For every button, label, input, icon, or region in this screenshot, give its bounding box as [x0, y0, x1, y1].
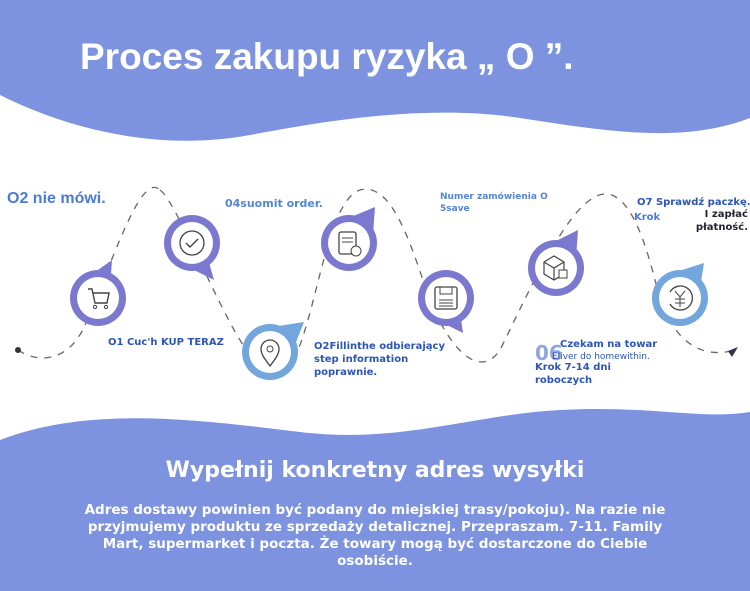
check-icon [164, 215, 220, 280]
step-6-label: Eliver do homewithin. [552, 352, 650, 362]
cart-icon [70, 260, 126, 326]
footer-subtitle: Wypełnij konkretny adres wysyłki [165, 458, 585, 483]
document-icon [321, 207, 377, 271]
step-6-number: 06 [535, 341, 563, 365]
step-1-label: O1 Cuc'h KUP TERAZ [108, 337, 224, 348]
step-7-label: Krok [634, 212, 661, 223]
step-7-label: O7 Sprawdź paczkę. [637, 197, 750, 208]
page-title: Proces zakupu ryzyka „ O ”. [80, 36, 574, 77]
step-4-label: 04suomit order. [225, 197, 323, 210]
footer-description: Adres dostawy powinien być podany do mie… [84, 502, 666, 569]
save-icon [418, 270, 474, 333]
box-icon [528, 230, 584, 296]
yen-refresh-icon [652, 263, 708, 326]
step-2-label: O2 nie mówi. [7, 190, 106, 207]
step-6-label: Czekam na towar [560, 339, 658, 350]
location-icon [242, 322, 304, 380]
